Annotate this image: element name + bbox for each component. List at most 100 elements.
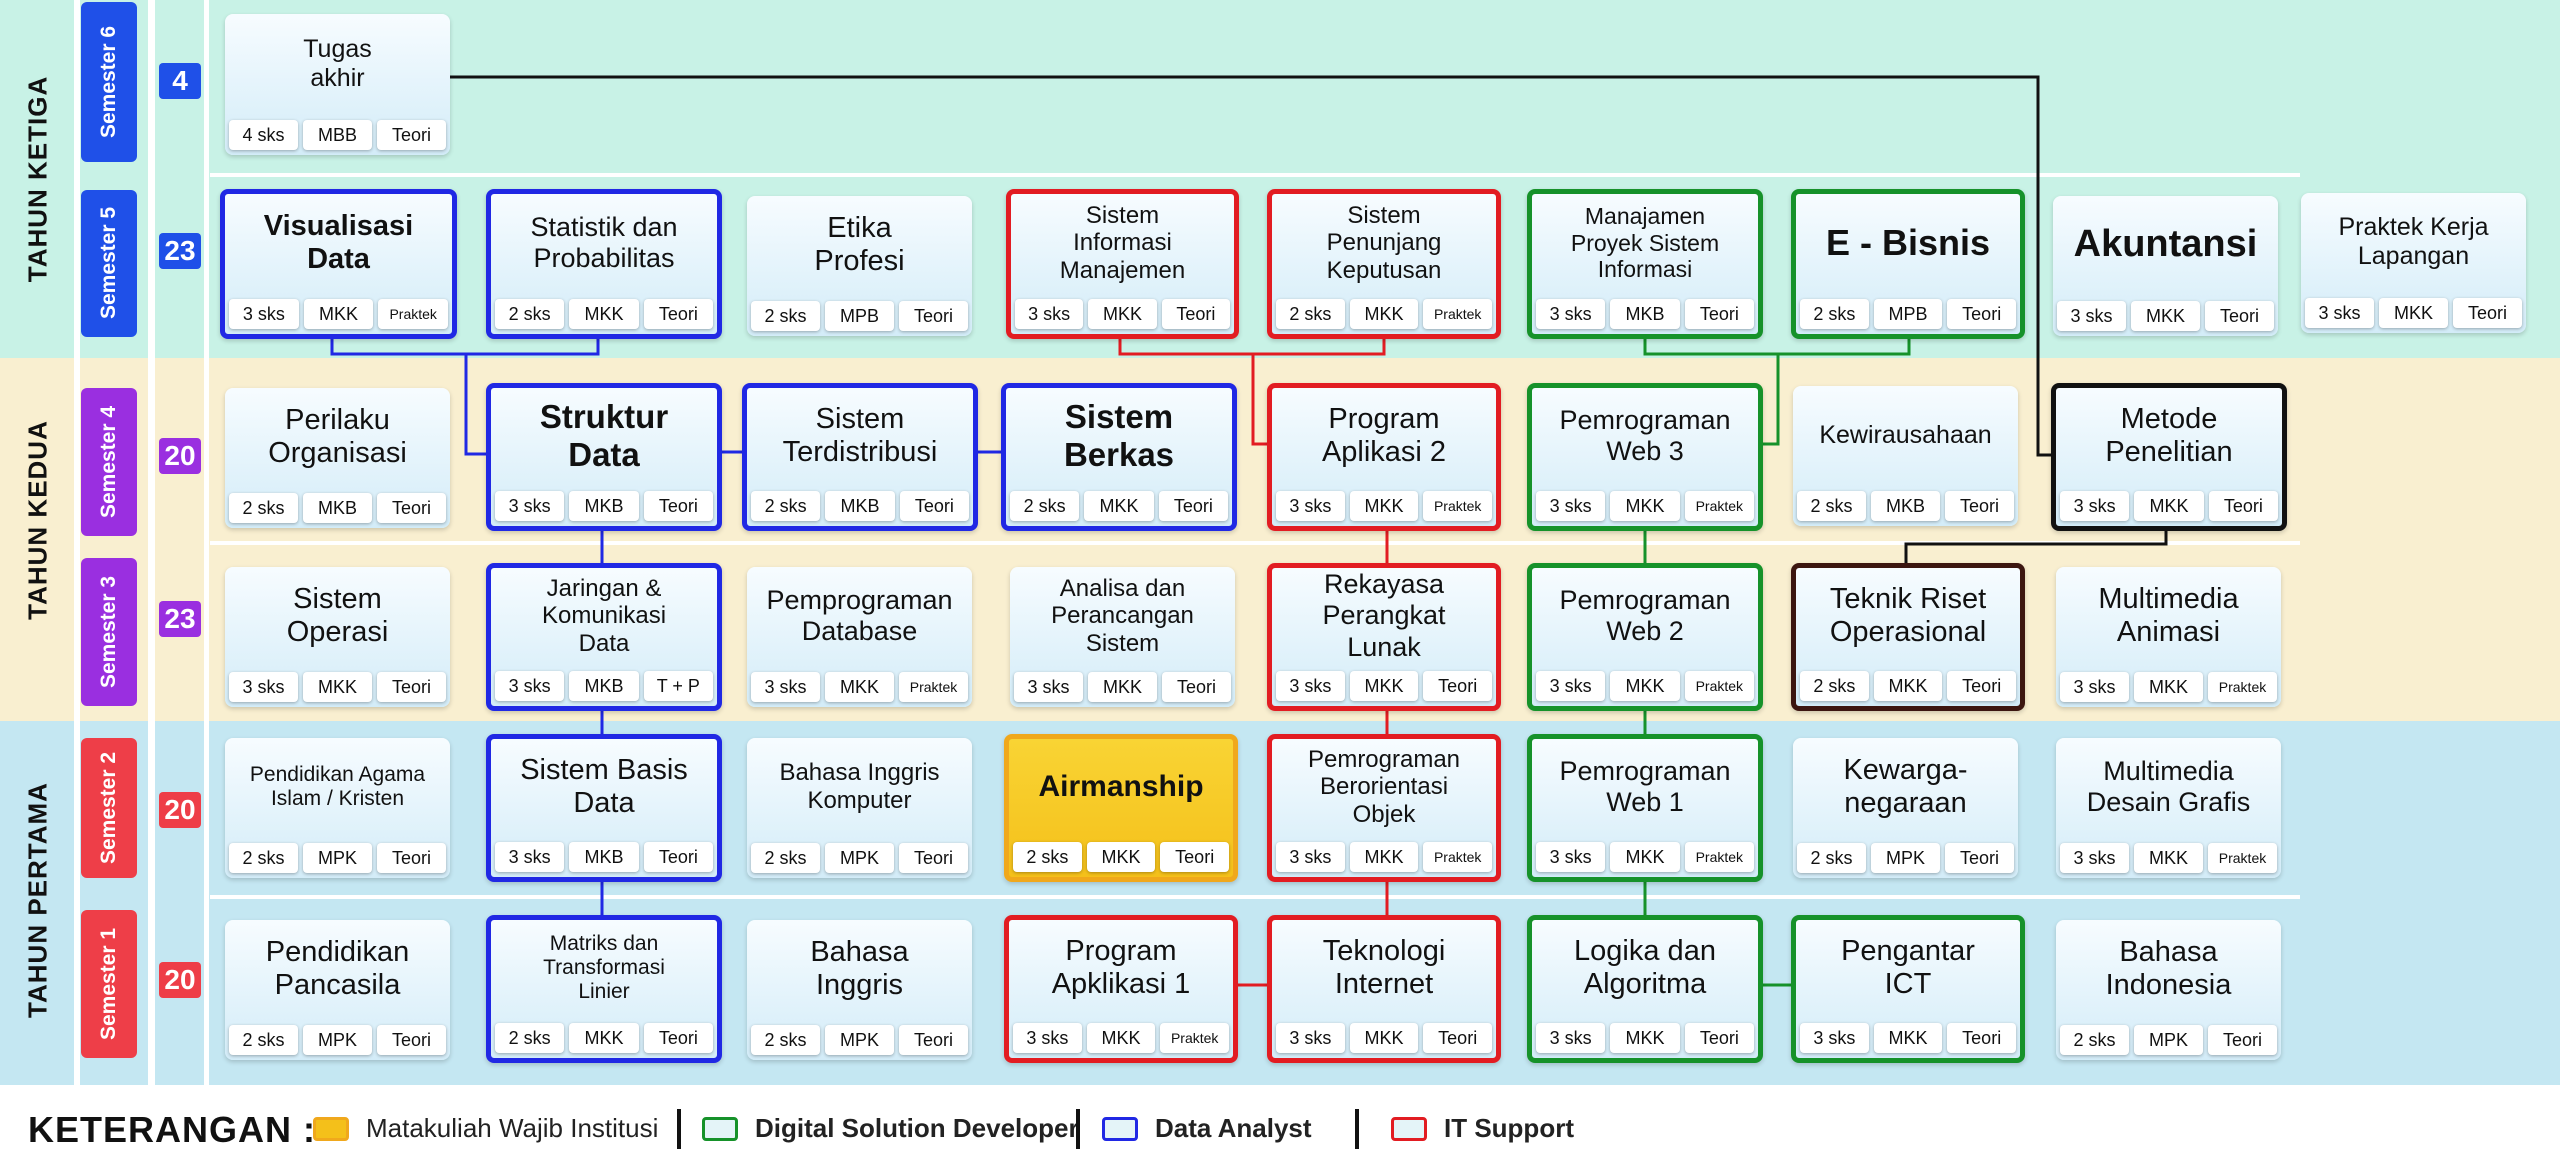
connector-line	[450, 75, 2058, 457]
type-chip: Praktek	[378, 299, 449, 329]
connector-line	[1761, 354, 1780, 446]
semester-pill-4: Semester 4	[81, 388, 137, 536]
group-chip: MKK	[1349, 1023, 1419, 1053]
group-chip: MKB	[1871, 491, 1940, 521]
type-chip: Praktek	[1160, 1023, 1230, 1053]
course-title: Program Apklikasi 1	[1051, 934, 1191, 1000]
sks-chip: 2 sks	[1276, 299, 1345, 329]
course-title: Struktur Data	[539, 398, 669, 473]
sks-chip: 4 sks	[229, 120, 298, 150]
semester-divider	[204, 0, 209, 1085]
type-chip: Teori	[2208, 491, 2278, 521]
type-chip: Teori	[377, 493, 446, 523]
course-title: Manajamen Proyek Sistem Informasi	[1570, 203, 1720, 283]
group-chip: MKK	[569, 299, 639, 329]
legend-label: Data Analyst	[1155, 1113, 1312, 1143]
sks-chip: 2 sks	[751, 1025, 820, 1055]
course-title: Teknologi Internet	[1322, 934, 1446, 1000]
group-chip: MKK	[1610, 671, 1680, 701]
type-chip: Teori	[1947, 1023, 2017, 1053]
group-chip: MKB	[1610, 299, 1680, 329]
course-title: Kewirausahaan	[1819, 420, 1992, 449]
sks-chip: 2 sks	[1800, 299, 1869, 329]
type-chip: Teori	[2208, 1025, 2277, 1055]
type-chip: Teori	[643, 842, 713, 872]
type-chip: Teori	[899, 843, 968, 873]
type-chip: Teori	[1158, 491, 1228, 521]
legend: KETERANGAN : Matakuliah Wajib Institusi …	[0, 1085, 2560, 1171]
course-title: Pemprograman Database	[766, 584, 953, 646]
sks-chip: 2 sks	[1013, 842, 1082, 872]
semester-total-badge: 4	[159, 63, 201, 99]
course-title: Sistem Informasi Manajemen	[1059, 201, 1186, 284]
course-title: Pengantar ICT	[1841, 934, 1975, 1000]
group-chip: MPK	[825, 843, 894, 873]
type-chip: Teori	[643, 491, 713, 521]
sks-chip: 3 sks	[1276, 1023, 1345, 1053]
legend-label: IT Support	[1444, 1113, 1574, 1143]
sks-chip: 2 sks	[1797, 491, 1866, 521]
group-chip: MBB	[303, 120, 372, 150]
type-chip: Teori	[1684, 1023, 1754, 1053]
sks-chip: 2 sks	[751, 843, 820, 873]
legend-swatch-it-support	[1391, 1117, 1427, 1141]
group-chip: MPK	[303, 1025, 372, 1055]
sks-chip: 3 sks	[1536, 491, 1606, 521]
course-title: Bahasa Inggris Komputer	[779, 759, 940, 814]
sks-chip: 2 sks	[229, 493, 298, 523]
type-chip: Teori	[1947, 299, 2017, 329]
group-chip: MKK	[1610, 842, 1680, 872]
group-chip: MKK	[303, 672, 372, 702]
group-chip: MPB	[1873, 299, 1943, 329]
group-chip: MPK	[825, 1025, 894, 1055]
sks-chip: 3 sks	[751, 672, 820, 702]
sks-chip: 3 sks	[1536, 1023, 1606, 1053]
type-chip: Praktek	[1684, 671, 1754, 701]
group-chip: MKK	[1088, 299, 1157, 329]
group-chip: MPK	[1871, 843, 1940, 873]
group-chip: MKK	[2134, 843, 2203, 873]
